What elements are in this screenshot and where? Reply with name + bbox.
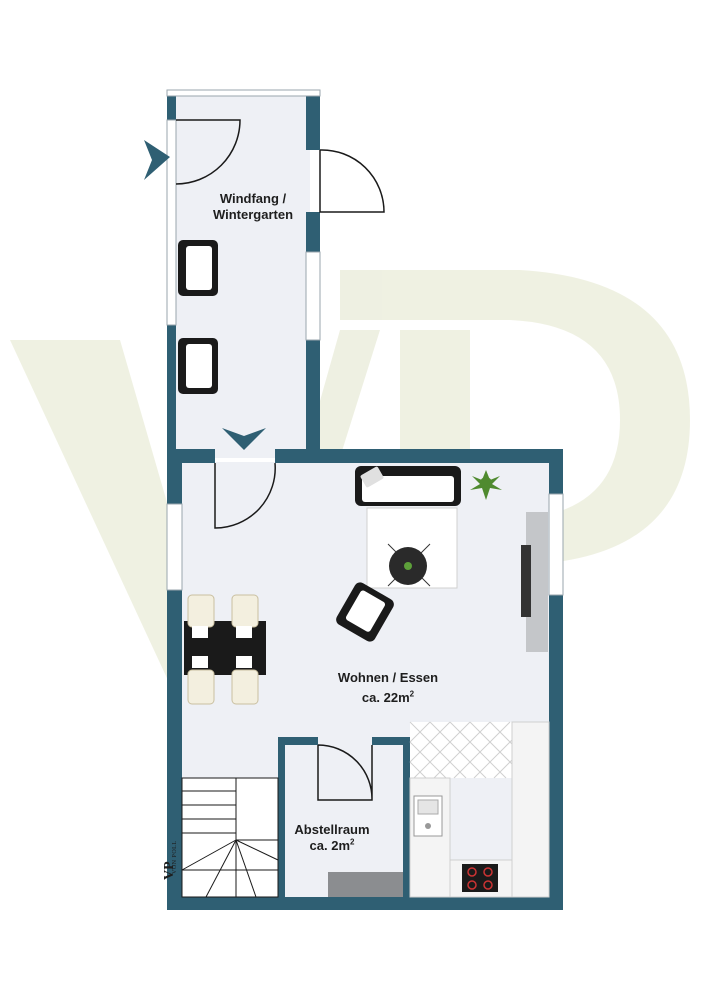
room-label-wohnen: Wohnen / Essen ca. 22m2: [318, 670, 458, 706]
shelf: [328, 872, 403, 897]
brand-logo: VP VON POLL: [160, 832, 180, 902]
wohnen-name: Wohnen / Essen: [337, 670, 439, 685]
armchair-icon: [178, 338, 218, 394]
coffee-table-icon: [387, 543, 431, 587]
dining-table-icon: [184, 594, 266, 705]
windfang-walls: [167, 90, 320, 460]
wohnen-area: ca. 22m2: [361, 689, 415, 705]
entrance-arrow-down-icon: [222, 428, 266, 450]
plant-icon: [470, 470, 502, 500]
abstell-name: Abstellraum: [294, 822, 370, 837]
room-label-windfang: Windfang / Wintergarten: [198, 191, 308, 223]
brand-name: VON POLL: [172, 840, 178, 875]
kitchen: [409, 721, 550, 898]
windfang-line1: Windfang /: [219, 191, 287, 206]
main-windows: [166, 493, 564, 596]
entrance-arrow-icon: [144, 140, 170, 180]
abstell-area: ca. 2m2: [309, 837, 355, 853]
windfang-windows: [166, 89, 321, 341]
armchair-icon: [178, 240, 218, 296]
main-walls: [167, 449, 563, 910]
tv-stand-icon: [521, 512, 548, 652]
sink-icon: [413, 795, 443, 837]
room-label-abstell: Abstellraum ca. 2m2: [282, 822, 382, 854]
windfang-line2: Wintergarten: [212, 207, 294, 222]
doors: [175, 119, 385, 801]
sofa-icon: [355, 466, 461, 506]
armchair-icon: [336, 582, 394, 642]
staircase: [181, 777, 279, 898]
stove-icon: [462, 864, 498, 892]
